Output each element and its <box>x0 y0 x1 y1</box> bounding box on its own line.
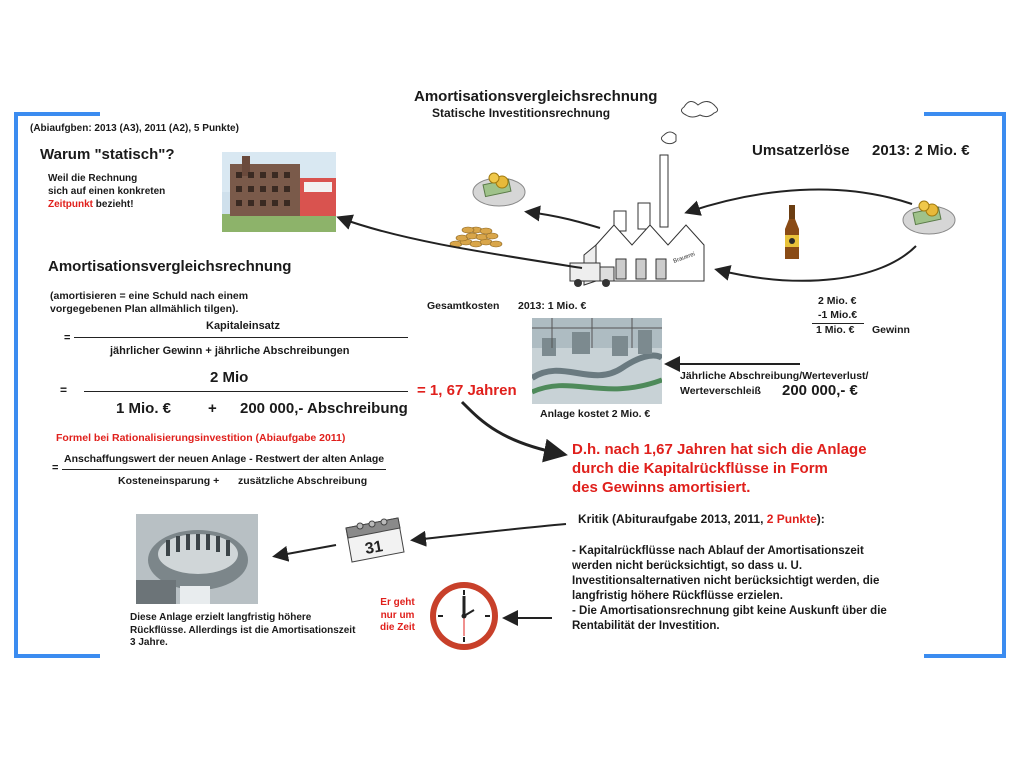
arrow-result-to-conclusion <box>460 400 568 463</box>
formula2-result: = 1, 67 Jahren <box>417 382 517 399</box>
critique-line: - Kapitalrückflüsse nach Ablauf der Amor… <box>572 545 864 557</box>
arrow-revenue-to-factory <box>684 188 913 216</box>
formula2-den-part1: 1 Mio. € <box>116 400 172 417</box>
critique-line: Investitionsalternativen nicht berücksic… <box>572 575 880 587</box>
formula3-den-part2: zusätzliche Abschreibung <box>238 475 368 487</box>
arrow-factory-to-coins <box>524 205 601 229</box>
coins-icon <box>470 168 528 210</box>
formula3-numerator: Anschaffungswert der neuen Anlage - Rest… <box>64 453 385 465</box>
right-bracket <box>1002 112 1006 658</box>
left-bracket-bottom <box>14 654 100 658</box>
section-heading: Amortisationsvergleichsrechnung <box>48 258 292 275</box>
revenue-label: Umsatzerlöse <box>752 142 850 159</box>
critique-heading: Kritik (Abituraufgabe 2013, 2011, 2 Punk… <box>578 512 825 526</box>
arrow-revenue-to-factory-bottom <box>714 245 917 282</box>
profit-line1: 2 Mio. € <box>818 295 857 307</box>
profit-line2: -1 Mio.€ <box>818 309 858 321</box>
formula1-numerator: Kapitaleinsatz <box>206 320 280 332</box>
highlight-zeitpunkt: Zeitpunkt <box>48 199 93 210</box>
revenue-value: 2013: 2 Mio. € <box>872 142 970 159</box>
time-note: Er geht nur um die Zeit <box>380 597 416 633</box>
critique-body: - Kapitalrückflüsse nach Ablauf der Amor… <box>572 544 887 634</box>
critique-line: langfristig höhere Rückflüsse erzielen. <box>572 590 783 602</box>
formula3-den-part1: Kosteneinsparung + <box>118 475 220 487</box>
calendar-icon: 31 <box>342 514 408 564</box>
depreciation-line2: Werteverschleiß <box>680 385 761 397</box>
arrow-calendar-to-bottling <box>272 544 337 562</box>
critique-line: Rentabilität der Investition. <box>572 620 720 632</box>
definition: (amortisieren = eine Schuld nach einem v… <box>50 290 249 315</box>
total-costs-value: 2013: 1 Mio. € <box>518 300 587 312</box>
formula2-den-plus: + <box>208 400 217 417</box>
why-static-answer: Weil die Rechnung sich auf einen konkret… <box>48 173 166 210</box>
formula3-heading: Formel bei Rationalisierungsinvestition … <box>56 432 346 444</box>
formula2-den-part2: 200 000,- Abschreibung <box>240 400 408 417</box>
beer-bottle-icon <box>782 205 802 261</box>
critique-line: werden nicht berücksichtigt, so dass u. … <box>572 560 803 572</box>
formula3-equals: = <box>52 462 59 474</box>
factory-icon: Brauerei <box>566 95 720 291</box>
production-line-photo <box>532 318 662 404</box>
profit-result: 1 Mio. € <box>816 324 855 336</box>
coins-icon <box>900 196 958 238</box>
right-bracket-bottom <box>924 654 1006 658</box>
bottling-machine-photo <box>136 514 258 604</box>
formula1-denominator: jährlicher Gewinn + jährliche Abschreibu… <box>110 345 350 357</box>
calendar-number: 31 <box>364 538 385 558</box>
left-bracket <box>14 112 18 658</box>
arrow-factory-to-building <box>336 214 583 269</box>
profit-sum-bar <box>812 323 864 324</box>
building-photo <box>222 152 336 232</box>
why-static-question: Warum "statisch"? <box>40 146 175 163</box>
clock-icon <box>428 580 500 652</box>
critique-line: - Die Amortisationsrechnung gibt keine A… <box>572 605 887 617</box>
page-title: Amortisationsvergleichsrechnung <box>414 88 658 105</box>
exam-note: (Abiaufgben: 2013 (A3), 2011 (A2), 5 Pun… <box>30 123 239 134</box>
right-bracket-top <box>924 112 1006 116</box>
left-bracket-top <box>14 112 100 116</box>
page-subtitle: Statische Investitionsrechnung <box>432 106 611 120</box>
total-costs-label: Gesamtkosten <box>427 300 500 312</box>
long-term-text: Diese Anlage erzielt langfristig höhere … <box>130 612 356 648</box>
coin-pile-icon <box>446 222 510 252</box>
plant-caption: Anlage kostet 2 Mio. € <box>540 408 651 420</box>
profit-label: Gewinn <box>872 324 910 336</box>
formula1-fraction-bar <box>74 337 408 338</box>
formula1-equals: = <box>64 332 71 344</box>
depreciation-line1: Jährliche Abschreibung/Werteverlust/ <box>680 370 869 382</box>
conclusion-text: D.h. nach 1,67 Jahren hat sich die Anlag… <box>572 441 867 496</box>
formula2-fraction-bar <box>84 391 408 392</box>
arrow-critique-to-calendar <box>410 523 567 547</box>
formula2-numerator: 2 Mio <box>210 369 249 386</box>
formula2-equals: = <box>60 383 68 397</box>
depreciation-value: 200 000,- € <box>782 382 858 399</box>
formula3-fraction-bar <box>62 469 386 470</box>
